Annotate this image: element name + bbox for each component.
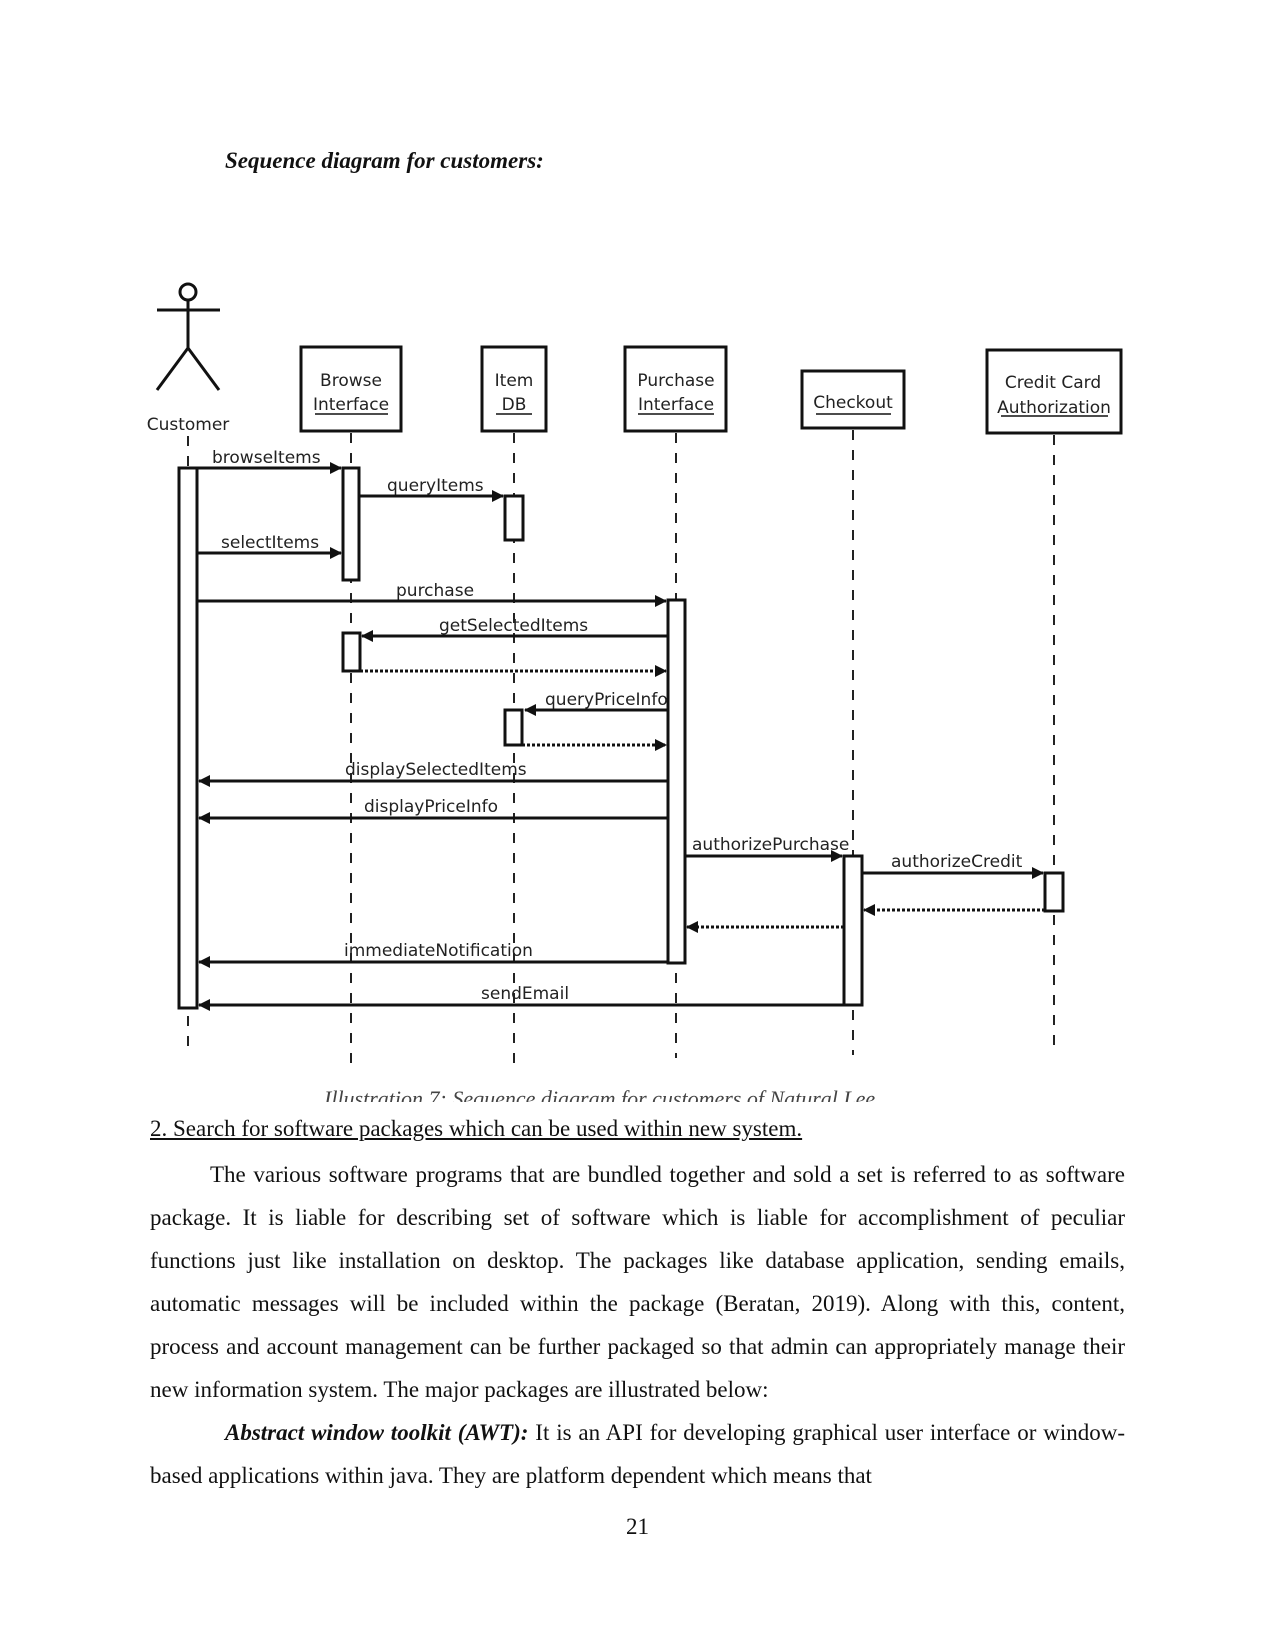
actor-label: Customer (147, 415, 230, 435)
message-label: queryItems (387, 476, 484, 496)
diagram-heading: Sequence diagram for customers: (225, 148, 544, 173)
section-title: 2. Search for software packages which ca… (150, 1116, 803, 1141)
activation-browse-1 (341, 466, 361, 582)
lifelines (187, 430, 1055, 1065)
actor-customer: Customer (147, 282, 230, 435)
activation-browse-2 (341, 631, 362, 673)
paragraph-text: It is an API for developing graphical us… (150, 1420, 1125, 1488)
message-label: authorizeCredit (891, 852, 1023, 872)
object-label-line1: Browse (320, 371, 382, 391)
object-label-line2: Authorization (997, 398, 1111, 418)
object-purchase-interface: Purchase Interface (623, 345, 728, 433)
object-label-line1: Checkout (813, 393, 893, 413)
message-label: displaySelectedItems (345, 760, 527, 780)
message-label: getSelectedItems (439, 616, 588, 636)
body-text: The various software programs that are b… (150, 1153, 1125, 1497)
messages (197, 462, 1045, 1011)
message-label: sendEmail (481, 984, 569, 1004)
object-browse-interface: Browse Interface (299, 345, 403, 433)
object-label-line1: Credit Card (1005, 373, 1101, 393)
object-label-line1: Purchase (637, 371, 714, 391)
message-label: displayPriceInfo (364, 797, 498, 817)
message-labels: browseItems queryItems selectItems purch… (212, 448, 1023, 1004)
activation-itemdb-2 (503, 708, 524, 747)
activation-checkout (842, 854, 864, 1007)
message-label: immediateNotification (344, 941, 533, 961)
activation-itemdb-1 (503, 494, 525, 542)
object-credit-card-authorization: Credit Card Authorization (985, 348, 1123, 435)
object-label-line2: Interface (638, 395, 714, 415)
message-label: selectItems (221, 533, 319, 553)
object-label-line2: Interface (313, 395, 389, 415)
figure-caption-clip: Illustration 7: Sequence diagram for cus… (300, 1084, 1000, 1102)
activation-credit-card (1043, 871, 1065, 913)
message-label: authorizePurchase (692, 835, 849, 855)
figure-caption: Illustration 7: Sequence diagram for cus… (324, 1086, 876, 1102)
object-item-db: Item DB (480, 345, 548, 433)
object-label-line2: DB (502, 395, 527, 415)
sequence-diagram: Customer Browse Interface Item DB Purcha… (147, 282, 1123, 1065)
activation-bars (177, 466, 1065, 1010)
page-number: 21 (626, 1514, 649, 1539)
object-label-line1: Item (495, 371, 534, 391)
message-label: browseItems (212, 448, 321, 468)
message-label: purchase (396, 581, 474, 601)
paragraph: The various software programs that are b… (150, 1162, 1125, 1402)
activation-purchase (666, 598, 687, 965)
activation-customer (177, 466, 199, 1010)
paragraph-awt: Abstract window toolkit (AWT): It is an … (150, 1411, 1125, 1497)
message-label: queryPriceInfo (545, 690, 668, 710)
paragraph-lead: Abstract window toolkit (AWT): (225, 1420, 529, 1445)
object-checkout: Checkout (800, 369, 906, 430)
